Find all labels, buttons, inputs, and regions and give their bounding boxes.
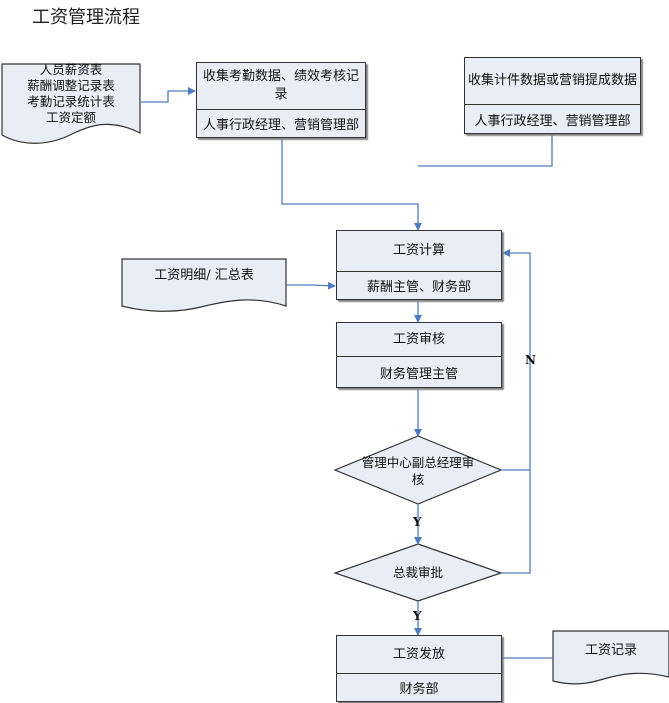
- collect-attendance-box: 收集考勤数据、绩效考核记录 人事行政经理、营销管理部: [196, 62, 366, 138]
- branch-no-label: N: [525, 353, 536, 367]
- salary-review-owner: 财务管理主管: [379, 366, 458, 382]
- vp-review-label: 管理中心副总经理审核: [361, 455, 475, 487]
- input-doc-line: 考勤记录统计表: [27, 94, 115, 109]
- collect-piece-owner: 人事行政经理、营销管理部: [474, 113, 631, 129]
- record-document-shape: [552, 630, 669, 685]
- input-doc-line: 人员薪资表: [39, 62, 103, 77]
- input-doc-line: 薪酬调整记录表: [27, 78, 115, 93]
- ceo-approve-label: 总裁审批: [392, 565, 443, 580]
- connector-summary-to-calc: [286, 281, 336, 290]
- collect-piece-task: 收集计件数据或营销提成数据: [465, 58, 640, 105]
- salary-calc-box: 工资计算 薪酬主管、财务部: [336, 230, 502, 300]
- input-doc-line: 工资定额: [45, 110, 96, 125]
- salary-calc-owner: 薪酬主管、财务部: [366, 280, 471, 295]
- salary-pay-box: 工资发放 财务部: [336, 635, 502, 702]
- connector-ceo-reject-loop: [501, 249, 531, 574]
- connector-collect-to-calc: [281, 138, 422, 231]
- salary-review-box: 工资审核 财务管理主管: [336, 322, 502, 388]
- collect-piece-box: 收集计件数据或营销提成数据 人事行政经理、营销管理部: [464, 57, 641, 134]
- connector-inputs-to-collect: [141, 87, 196, 103]
- salary-pay-owner: 财务部: [399, 682, 439, 697]
- collect-attendance-owner: 人事行政经理、营销管理部: [202, 118, 359, 133]
- summary-document-shape: [121, 258, 287, 312]
- salary-pay-task: 工资发放: [337, 636, 501, 674]
- branch-yes-label: Y: [413, 515, 422, 529]
- record-document-label: 工资记录: [584, 643, 637, 658]
- collect-attendance-task: 收集考勤数据、绩效考核记录: [197, 63, 365, 110]
- salary-review-task: 工资审核: [337, 323, 501, 357]
- input-documents-shape: [1, 63, 141, 144]
- branch-yes-label: Y: [413, 609, 422, 623]
- page-title: 工资管理流程: [32, 7, 140, 28]
- connector-piece-to-calc: [418, 135, 553, 167]
- input-documents: 人员薪资表 薪酬调整记录表 考勤记录统计表 工资定额: [2, 62, 140, 126]
- summary-document-label: 工资明细/ 汇总表: [154, 268, 254, 283]
- salary-calc-task: 工资计算: [337, 231, 501, 272]
